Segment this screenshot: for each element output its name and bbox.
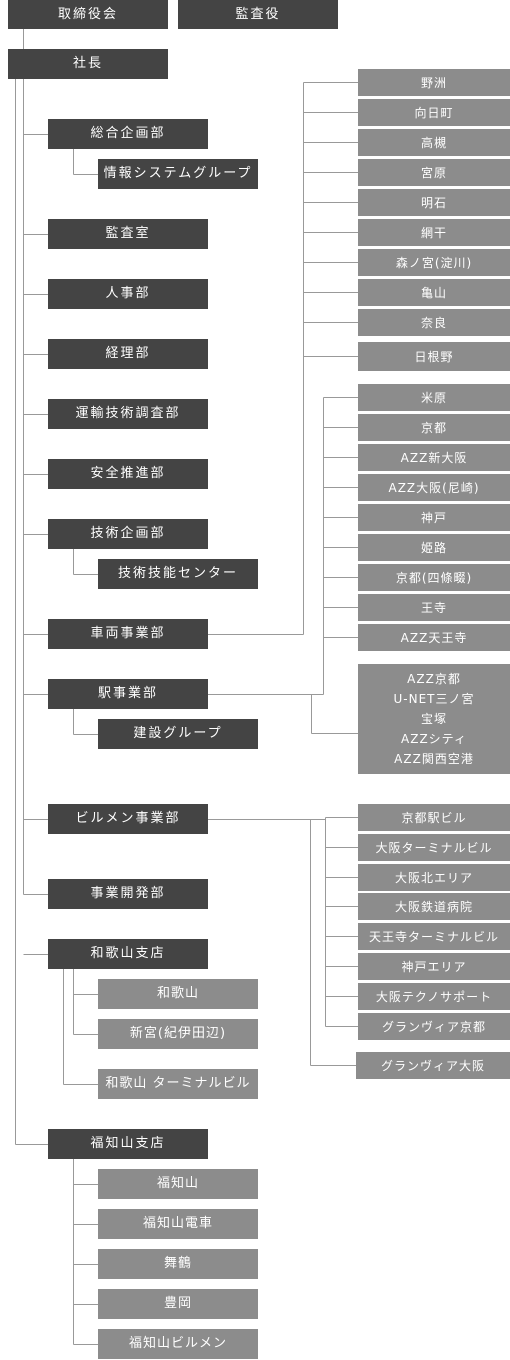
wakayama-site: 和歌山 ターミナルビル xyxy=(98,1069,258,1099)
branch-wakayama: 和歌山支店 xyxy=(48,939,208,969)
station-site: 京都 xyxy=(358,414,510,441)
rolling-stock-site: 向日町 xyxy=(358,99,510,126)
station-site: 京都(四條畷) xyxy=(358,564,510,591)
dept-hr: 人事部 xyxy=(48,279,208,309)
building-site: 大阪鉄道病院 xyxy=(358,893,510,920)
dept-rolling-stock: 車両事業部 xyxy=(48,619,208,649)
dept-audit-office: 監査室 xyxy=(48,219,208,249)
building-site: 天王寺ターミナルビル xyxy=(358,923,510,950)
fukuchiyama-site: 舞鶴 xyxy=(98,1249,258,1279)
building-site-extra: グランヴィア大阪 xyxy=(356,1052,510,1079)
dept-accounting: 経理部 xyxy=(48,339,208,369)
group-construction: 建設グループ xyxy=(98,719,258,749)
station-site: AZZ天王寺 xyxy=(358,624,510,651)
station-group-item: AZZ関西空港 xyxy=(394,752,474,766)
rolling-stock-site: 日根野 xyxy=(358,342,510,371)
station-group-item: AZZ京都 xyxy=(407,672,461,686)
dept-building: ビルメン事業部 xyxy=(48,804,208,834)
board-of-directors-box: 取締役会 xyxy=(8,0,168,29)
rolling-stock-site: 網干 xyxy=(358,219,510,246)
rolling-stock-site: 高槻 xyxy=(358,129,510,156)
dept-transport-research: 運輸技術調査部 xyxy=(48,399,208,429)
building-site: 京都駅ビル xyxy=(358,804,510,831)
rolling-stock-site: 宮原 xyxy=(358,159,510,186)
president-box: 社長 xyxy=(8,49,168,79)
rolling-stock-site: 野洲 xyxy=(358,69,510,96)
group-tech-center: 技術技能センター xyxy=(98,559,258,589)
dept-development: 事業開発部 xyxy=(48,879,208,909)
fukuchiyama-site: 豊岡 xyxy=(98,1289,258,1319)
fukuchiyama-site: 福知山ビルメン xyxy=(98,1329,258,1359)
dept-station: 駅事業部 xyxy=(48,679,208,709)
station-site: AZZ大阪(尼崎) xyxy=(358,474,510,501)
building-site: グランヴィア京都 xyxy=(358,1013,510,1040)
station-group-item: U-NET三ノ宮 xyxy=(393,692,475,706)
building-site: 大阪北エリア xyxy=(358,864,510,891)
fukuchiyama-site: 福知山 xyxy=(98,1169,258,1199)
building-site: 大阪ターミナルビル xyxy=(358,834,510,861)
dept-planning: 総合企画部 xyxy=(48,119,208,149)
dept-tech-planning: 技術企画部 xyxy=(48,519,208,549)
station-site: 神戸 xyxy=(358,504,510,531)
station-group-item: 宝塚 xyxy=(420,712,447,726)
auditors-box: 監査役 xyxy=(178,0,338,29)
station-site: 姫路 xyxy=(358,534,510,561)
building-site: 大阪テクノサポート xyxy=(358,983,510,1010)
station-site: 王寺 xyxy=(358,594,510,621)
dept-safety: 安全推進部 xyxy=(48,459,208,489)
rolling-stock-site: 亀山 xyxy=(358,279,510,306)
rolling-stock-site: 森ノ宮(淀川) xyxy=(358,249,510,276)
branch-fukuchiyama: 福知山支店 xyxy=(48,1129,208,1159)
building-site: 神戸エリア xyxy=(358,953,510,980)
wakayama-site: 和歌山 xyxy=(98,979,258,1009)
rolling-stock-site: 奈良 xyxy=(358,309,510,336)
fukuchiyama-site: 福知山電車 xyxy=(98,1209,258,1239)
station-site: AZZ新大阪 xyxy=(358,444,510,471)
wakayama-site: 新宮(紀伊田辺) xyxy=(98,1019,258,1049)
group-info-systems: 情報システムグループ xyxy=(98,159,258,189)
station-site: 米原 xyxy=(358,384,510,411)
rolling-stock-site: 明石 xyxy=(358,189,510,216)
station-group-item: AZZシティ xyxy=(401,732,467,746)
station-group-box: AZZ京都 U-NET三ノ宮 宝塚 AZZシティ AZZ関西空港 xyxy=(358,664,510,774)
